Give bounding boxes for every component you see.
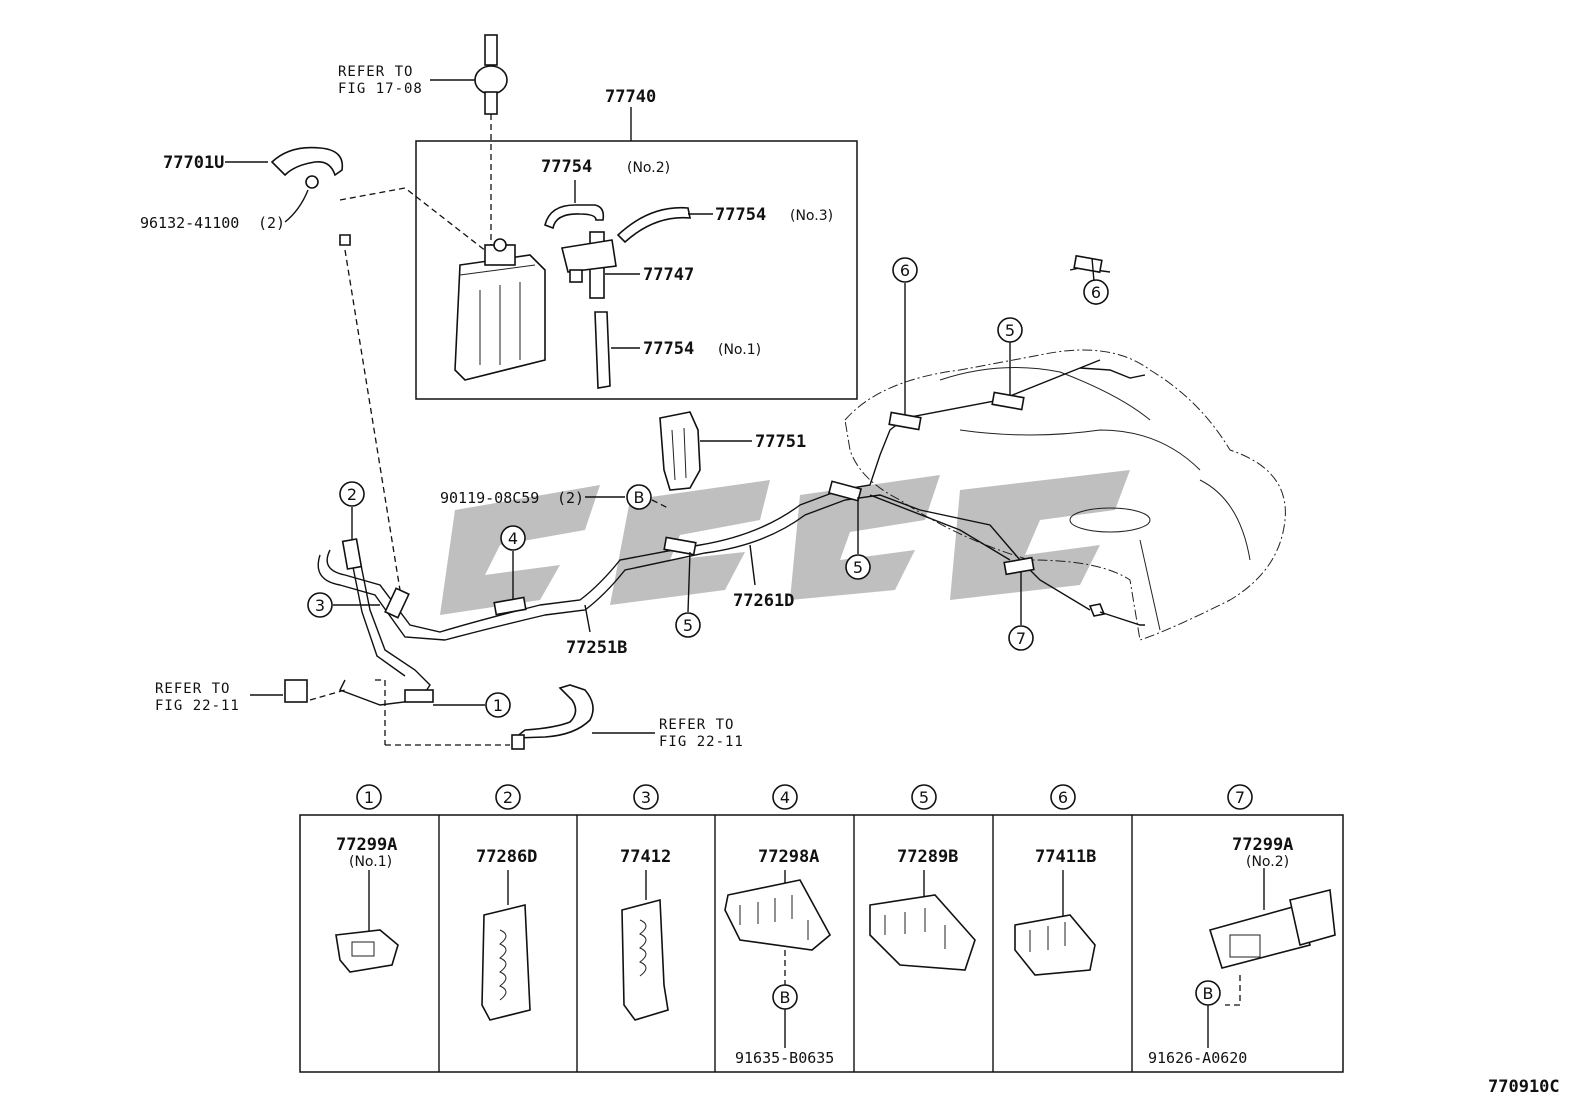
top-connector	[430, 34, 508, 255]
clamp-1-shape	[335, 870, 399, 973]
clamp-4-shape	[724, 870, 832, 1010]
col-6-num: 6	[1058, 788, 1068, 807]
col-6-part: 77411B	[1035, 847, 1096, 867]
part-77251B: 77251B	[566, 638, 627, 658]
callout-1	[485, 692, 511, 718]
clamp-5-shape	[869, 870, 976, 971]
fuel-pipes	[317, 267, 1146, 706]
callout-2-label: 2	[347, 485, 357, 504]
dash-bolt	[651, 499, 669, 509]
callout-3	[307, 592, 333, 618]
bottom-hose	[511, 684, 594, 750]
part-77751: 77751	[755, 432, 806, 452]
callout-6-a	[892, 257, 918, 283]
callout-6-b-label: 6	[1091, 283, 1101, 302]
part-90119-08C59: 90119-08C59	[440, 489, 539, 507]
callout-7-label: 7	[1016, 629, 1026, 648]
callout-4-diagram	[500, 525, 526, 551]
ref-top-line1: REFER TO	[338, 64, 413, 80]
col-7-num: 7	[1235, 788, 1245, 807]
clamp-table	[299, 814, 1344, 1073]
part-96132-41100: 96132-41100	[140, 214, 239, 232]
part-77261D: 77261D	[733, 591, 794, 611]
col-4-b-label: B	[780, 988, 791, 1007]
note-no3: (No.3)	[790, 208, 833, 224]
leader-77251B	[584, 604, 591, 633]
part-77701U: 77701U	[163, 153, 224, 173]
part-77754-no1: 77754	[643, 339, 694, 359]
note-no2: (No.2)	[627, 160, 670, 176]
hose-77701U	[270, 146, 351, 246]
col-1-num: 1	[364, 788, 374, 807]
callout-5-c-label: 5	[1005, 321, 1015, 340]
ref-right-line1: REFER TO	[659, 717, 734, 733]
col-7-b-label: B	[1203, 984, 1214, 1003]
callout-1-label: 1	[493, 696, 503, 715]
part-77740: 77740	[605, 87, 656, 107]
col-4-sub: 91635-B0635	[735, 1049, 834, 1067]
part-77754-no2: 77754	[541, 157, 592, 177]
callout-2	[339, 481, 365, 507]
col-2-num: 2	[503, 788, 513, 807]
diagram-id: 770910C	[1488, 1077, 1560, 1097]
part-96132-qty: (2)	[258, 214, 285, 232]
ref-left-line1: REFER TO	[155, 681, 230, 697]
callout-5-b-label: 5	[853, 558, 863, 577]
clamp-3-shape	[621, 870, 669, 1021]
clamp-2-shape	[481, 870, 531, 1021]
bottom-left-connector	[250, 679, 510, 746]
callout-6-b	[1083, 279, 1109, 305]
hose-no2-shape	[544, 204, 605, 230]
callout-5-a	[675, 612, 701, 638]
col-3-num: 3	[641, 788, 651, 807]
col-7-part: 77299A	[1232, 835, 1293, 855]
col-3-part: 77412	[620, 847, 671, 867]
callout-7	[1008, 625, 1034, 651]
col-1-note: (No.1)	[349, 854, 392, 870]
canister-group-box	[415, 107, 858, 400]
part-77747: 77747	[643, 265, 694, 285]
bracket-77751	[659, 411, 701, 491]
part-90119-qty: (2)	[557, 489, 584, 507]
hose-no3-shape	[616, 206, 691, 244]
clamp-table-headers	[356, 784, 1253, 810]
leader-77261D	[749, 544, 756, 586]
clamp-7-shape	[1195, 868, 1336, 1006]
col-5-num: 5	[919, 788, 929, 807]
diagram-callouts	[307, 257, 1109, 718]
dash-line-a	[339, 187, 492, 256]
part-77754-no3: 77754	[715, 205, 766, 225]
clamp-6-shape	[1014, 870, 1096, 976]
ref-top-line2: FIG 17-08	[338, 81, 423, 97]
callout-5-b	[845, 554, 871, 580]
callout-3-label: 3	[315, 596, 325, 615]
ref-right-line2: FIG 22-11	[659, 734, 744, 750]
callout-6-a-label: 6	[900, 261, 910, 280]
vsv-valve-shape	[561, 231, 617, 299]
note-no1: (No.1)	[718, 342, 761, 358]
col-4-num: 4	[780, 788, 790, 807]
callout-5-a-label: 5	[683, 616, 693, 635]
col-7-sub: 91626-A0620	[1148, 1049, 1247, 1067]
col-4-part: 77298A	[758, 847, 819, 867]
leader-96132	[284, 189, 309, 223]
fuel-tank	[844, 349, 1286, 641]
col-1-part: 77299A	[336, 835, 397, 855]
callout-5-c	[997, 317, 1023, 343]
dash-line-b	[344, 249, 401, 591]
col-5-part: 77289B	[897, 847, 958, 867]
callout-4-label: 4	[508, 529, 518, 548]
callout-b-bolt-label: B	[634, 488, 645, 507]
col-7-note: (No.2)	[1246, 854, 1289, 870]
pipe-clamps	[341, 254, 1103, 703]
ref-left-line2: FIG 22-11	[155, 698, 240, 714]
charcoal-canister	[454, 238, 546, 381]
callout-b-bolt	[626, 484, 652, 510]
hose-no1-shape	[594, 311, 611, 389]
col-2-part: 77286D	[476, 847, 537, 867]
